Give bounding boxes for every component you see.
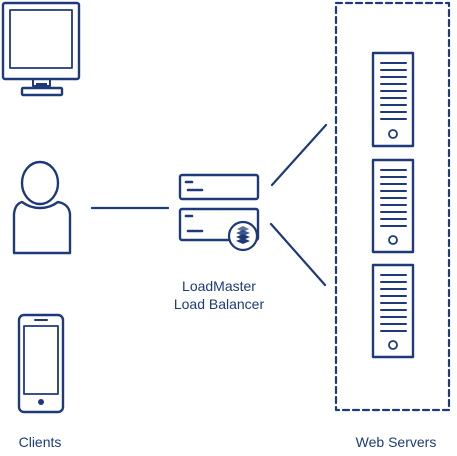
server-icon [371,263,415,359]
server-connector-upper [270,123,328,187]
load-balancer-label-line1: LoadMaster [182,278,256,294]
server-connector-lower [269,222,327,287]
server-icon [371,158,415,254]
load-balancer-label-line2: Load Balancer [173,296,265,312]
clients-label: Clients [18,434,62,450]
web-servers-label: Web Servers [355,434,437,450]
load-balancer-label: LoadMaster Load Balancer [150,277,288,313]
monitor-icon [1,1,81,97]
load-balancer-icon [178,173,260,252]
web-servers-group-border [334,1,451,412]
user-icon [12,160,72,255]
mobile-phone-icon [17,313,65,414]
server-icon [371,51,415,148]
